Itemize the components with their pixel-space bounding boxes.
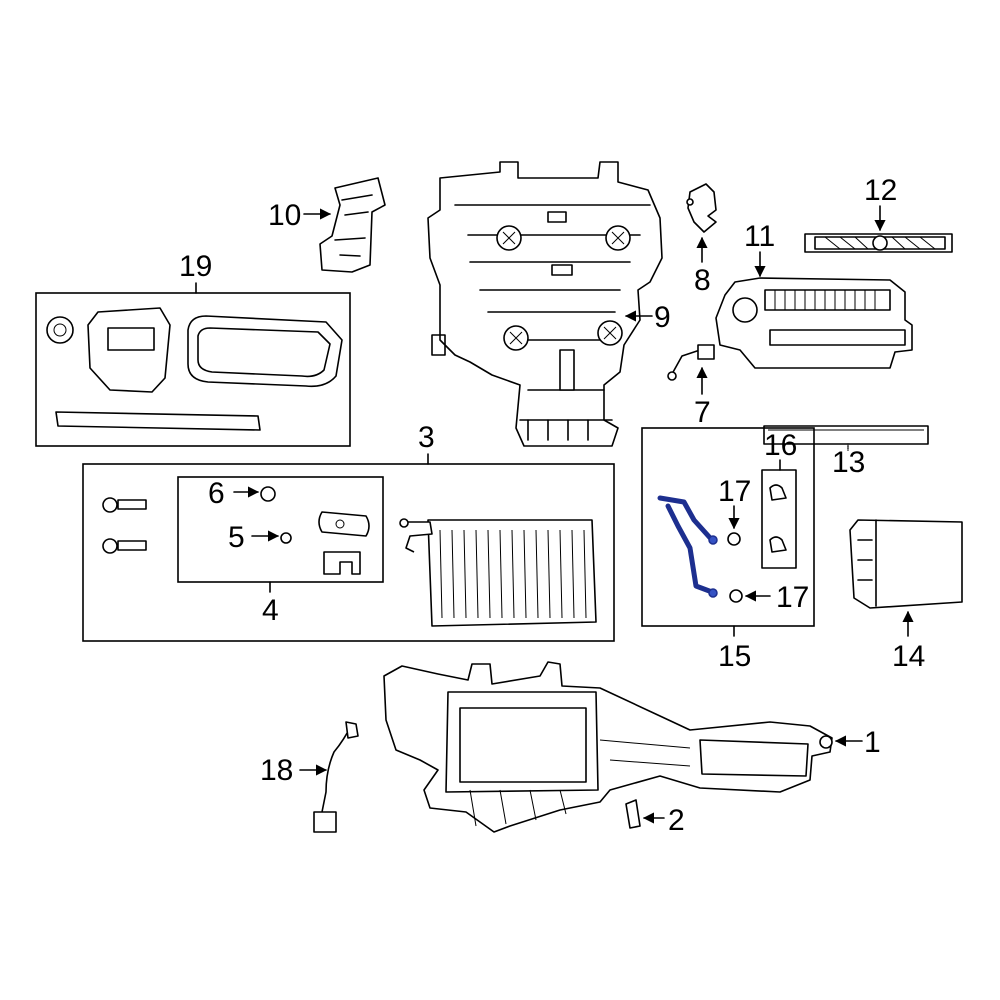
callout-3: 3 xyxy=(418,421,435,454)
retaining-clip-part[interactable] xyxy=(625,799,641,829)
bolts-part[interactable] xyxy=(102,497,147,554)
expansion-valve-part[interactable] xyxy=(318,511,370,575)
callout-17-upper: 17 xyxy=(718,475,751,508)
seal-ring-lower-part[interactable] xyxy=(729,589,743,603)
callout-12: 12 xyxy=(864,174,897,207)
callout-1: 1 xyxy=(864,726,881,759)
group-box-15 xyxy=(641,427,815,627)
seal-kit-part[interactable] xyxy=(46,307,343,431)
callout-5: 5 xyxy=(228,521,245,554)
connector-harness-part[interactable] xyxy=(667,344,715,381)
heater-tubes-highlighted-part[interactable] xyxy=(657,495,718,598)
callout-7: 7 xyxy=(694,396,711,429)
callout-2: 2 xyxy=(668,804,685,837)
callout-11: 11 xyxy=(744,220,775,253)
callout-6: 6 xyxy=(208,477,225,510)
callout-9: 9 xyxy=(654,301,671,334)
callout-16: 16 xyxy=(764,429,797,462)
callout-17-lower: 17 xyxy=(776,581,809,614)
evaporator-core-part[interactable] xyxy=(399,518,597,627)
callout-13: 13 xyxy=(832,446,865,479)
o-ring-large-part[interactable] xyxy=(260,486,276,502)
blower-housing-part[interactable] xyxy=(715,277,913,369)
cabin-filter-part[interactable] xyxy=(763,425,929,445)
callout-18: 18 xyxy=(260,754,293,787)
heater-core-part[interactable] xyxy=(849,519,963,609)
callout-4: 4 xyxy=(262,594,279,627)
duct-elbow-part[interactable] xyxy=(319,177,386,273)
clip-holder-part[interactable] xyxy=(761,469,797,569)
callout-10: 10 xyxy=(268,199,301,232)
seal-ring-upper-part[interactable] xyxy=(727,532,741,546)
vent-grille-part[interactable] xyxy=(804,233,953,253)
group-box-19 xyxy=(35,292,351,447)
callout-14: 14 xyxy=(892,640,925,673)
sensor-bracket-part[interactable] xyxy=(686,183,717,233)
callout-15: 15 xyxy=(718,640,751,673)
group-box-3 xyxy=(82,463,615,642)
temperature-sensor-part[interactable] xyxy=(313,721,359,833)
upper-hvac-case-part[interactable] xyxy=(427,161,663,447)
o-ring-small-part[interactable] xyxy=(280,532,292,544)
callout-19: 19 xyxy=(179,250,212,283)
group-box-16 xyxy=(761,469,797,569)
lower-hvac-case-part[interactable] xyxy=(383,661,833,833)
callout-8: 8 xyxy=(694,264,711,297)
group-box-4 xyxy=(177,476,384,583)
